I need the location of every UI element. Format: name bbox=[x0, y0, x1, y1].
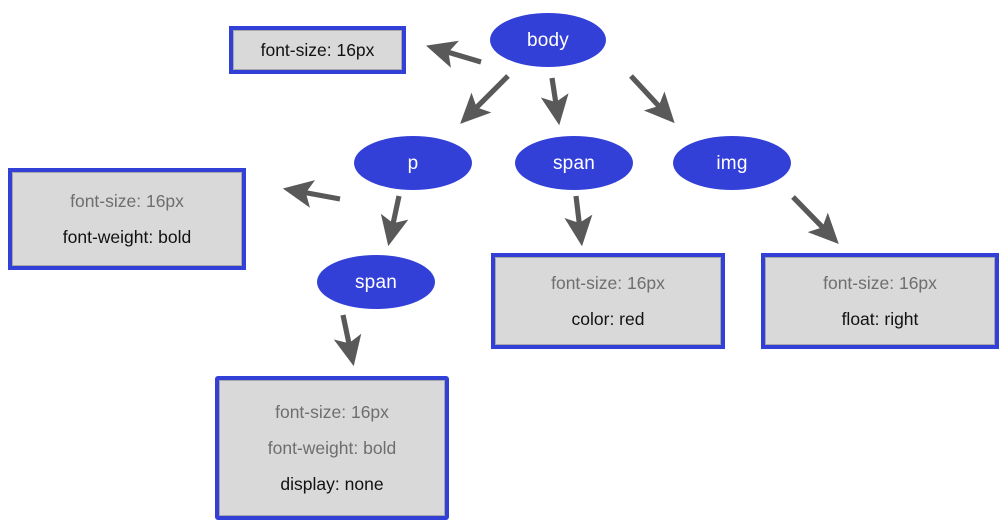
edge-body-to-p bbox=[460, 74, 510, 124]
declaration-line: font-size: 16px bbox=[275, 401, 389, 422]
declaration-box-span-child-of-p: font-size: 16px font-weight: bold displa… bbox=[215, 376, 449, 520]
declaration-box-p: font-size: 16px font-weight: bold bbox=[8, 168, 246, 270]
declaration-line: font-weight: bold bbox=[267, 437, 397, 458]
edge-span2-to-box bbox=[333, 314, 362, 367]
node-img-label: img bbox=[716, 152, 748, 174]
edge-body-to-img bbox=[629, 74, 675, 124]
node-span-child-of-body[interactable]: span bbox=[515, 136, 633, 190]
edge-body-to-span1 bbox=[540, 77, 569, 126]
node-span1-label: span bbox=[552, 152, 595, 174]
declaration-box-img: font-size: 16px float: right bbox=[761, 253, 999, 349]
declaration-line: float: right bbox=[841, 309, 919, 329]
declaration-box-span-child-of-body: font-size: 16px color: red bbox=[491, 253, 725, 349]
edge-p-to-span2 bbox=[380, 195, 409, 247]
declaration-line: font-weight: bold bbox=[62, 227, 192, 247]
edge-span1-to-box bbox=[564, 195, 593, 247]
node-body[interactable]: body bbox=[490, 13, 606, 67]
declaration-line: color: red bbox=[571, 309, 645, 329]
node-span2-label: span bbox=[354, 271, 397, 293]
declaration-line: font-size: 16px bbox=[551, 272, 665, 293]
declaration-line: font-size: 16px bbox=[823, 272, 937, 293]
node-img[interactable]: img bbox=[673, 136, 791, 190]
node-span-child-of-p[interactable]: span bbox=[317, 255, 435, 309]
node-p[interactable]: p bbox=[354, 136, 472, 190]
node-body-label: body bbox=[526, 29, 569, 51]
edge-body-to-box bbox=[426, 40, 482, 68]
declaration-box-body: font-size: 16px bbox=[229, 26, 406, 74]
edge-img-to-box bbox=[791, 195, 839, 244]
declaration-line: display: none bbox=[280, 474, 384, 495]
declaration-line: font-size: 16px bbox=[260, 39, 375, 60]
edge-p-to-box bbox=[282, 180, 341, 208]
node-p-label: p bbox=[407, 152, 419, 174]
declaration-line: font-size: 16px bbox=[70, 190, 184, 211]
